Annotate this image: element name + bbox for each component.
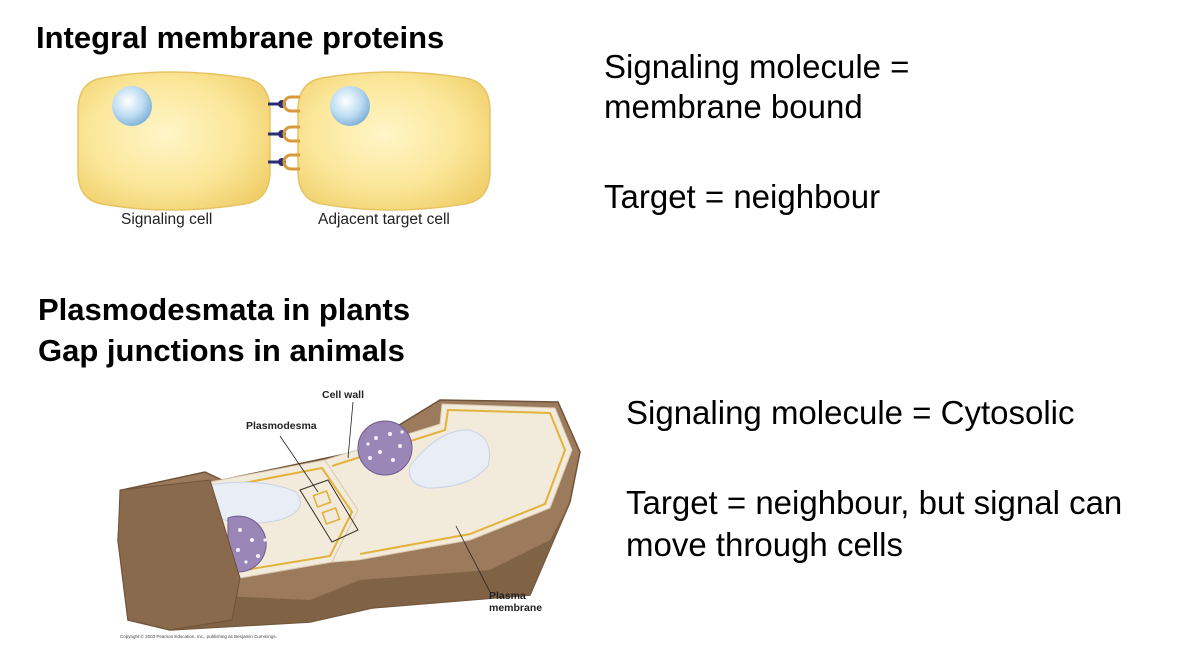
label-signaling-cell: Signaling cell <box>121 211 213 228</box>
heading-gap-junctions: Gap junctions in animals <box>38 333 405 368</box>
membrane-protein-1 <box>268 95 300 113</box>
section1-text-line2: membrane bound <box>604 88 863 125</box>
section1-text-line3: Target = neighbour <box>604 178 881 215</box>
signaling-cell-shape <box>77 71 271 211</box>
heading-integral-membrane-proteins: Integral membrane proteins <box>36 20 445 55</box>
label-membrane: membrane <box>489 602 543 614</box>
label-plasma: Plasma <box>489 590 526 602</box>
leader-cell-wall <box>347 401 354 459</box>
plasma-membrane-line-right <box>331 408 567 555</box>
label-plasmodesma: Plasmodesma <box>246 420 317 432</box>
integral-membrane-figure <box>77 71 491 211</box>
section2-text-line3: move through cells <box>626 526 903 563</box>
heading-plasmodesmata: Plasmodesmata in plants <box>38 292 411 327</box>
leader-plasma-membrane <box>455 525 491 593</box>
signaling-cell-nucleus <box>112 86 152 126</box>
right-vacuole <box>408 429 490 489</box>
section2-text-line1: Signaling molecule = Cytosolic <box>626 394 1075 431</box>
section2-text-line2: Target = neighbour, but signal can <box>626 484 1123 521</box>
plasmodesmata-figure <box>117 399 581 631</box>
adjacent-target-cell-shape <box>297 71 491 211</box>
target-cell-nucleus <box>330 86 370 126</box>
plasmodesma-region <box>299 479 359 543</box>
leader-plasmodesma <box>279 435 319 493</box>
section1-text-line1: Signaling molecule = <box>604 48 910 85</box>
plasma-membrane-line <box>217 466 354 571</box>
left-wall-slab <box>117 479 241 631</box>
figure-copyright: Copyright © 2003 Pearson Education, Inc.… <box>120 634 277 639</box>
left-nucleus <box>227 515 267 573</box>
label-adjacent-target-cell: Adjacent target cell <box>318 211 450 228</box>
right-nucleus <box>357 420 413 476</box>
membrane-protein-2 <box>268 125 300 143</box>
membrane-protein-3 <box>268 153 300 171</box>
label-cell-wall: Cell wall <box>322 389 365 401</box>
